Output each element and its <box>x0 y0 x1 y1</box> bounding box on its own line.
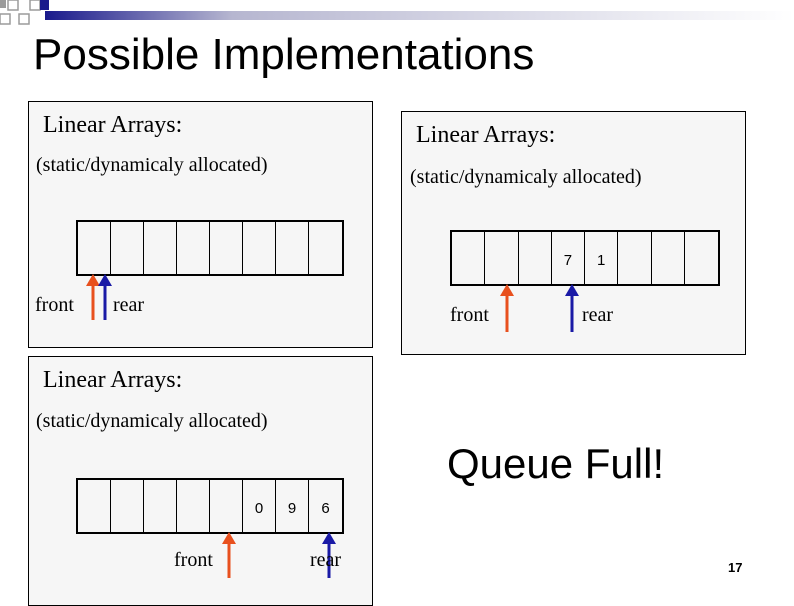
queue-array <box>76 220 344 276</box>
array-cell <box>652 232 685 284</box>
front-arrow <box>222 532 236 578</box>
queue-full-label: Queue Full! <box>447 440 665 487</box>
front-label: front <box>450 304 489 326</box>
slide-title: Possible Implementations <box>33 30 535 79</box>
array-cell: 7 <box>552 232 585 284</box>
front-label: front <box>35 294 74 316</box>
rear-arrow <box>322 532 336 578</box>
page-number: 17 <box>728 560 743 575</box>
array-cell <box>210 222 243 274</box>
array-cell <box>210 480 243 532</box>
array-cell <box>111 222 144 274</box>
array-cell <box>685 232 718 284</box>
array-cell <box>177 480 210 532</box>
array-cell: 1 <box>585 232 619 284</box>
array-cell <box>177 222 210 274</box>
rear-arrow <box>98 274 112 320</box>
array-cell <box>519 232 552 284</box>
panel-subheading: (static/dynamicaly allocated) <box>410 166 642 188</box>
array-cell <box>78 480 111 532</box>
panel-subheading: (static/dynamicaly allocated) <box>36 154 268 176</box>
array-cell <box>78 222 111 274</box>
array-cell <box>144 480 177 532</box>
rear-arrow <box>565 284 579 332</box>
rear-label: rear <box>310 549 342 571</box>
array-cell <box>276 222 309 274</box>
front-arrow <box>86 274 100 320</box>
queue-array: 0 9 6 <box>76 478 344 534</box>
rear-label: rear <box>113 294 145 316</box>
rear-label: rear <box>582 304 614 326</box>
array-cell <box>452 232 486 284</box>
array-cell <box>485 232 519 284</box>
array-cell: 0 <box>243 480 276 532</box>
front-arrow <box>500 284 514 332</box>
panel-heading: Linear Arrays: <box>43 112 183 138</box>
array-cell <box>144 222 177 274</box>
array-cell <box>309 222 342 274</box>
panel-heading: Linear Arrays: <box>43 367 183 393</box>
array-cell <box>111 480 144 532</box>
header-decoration <box>0 0 794 25</box>
array-cell <box>618 232 652 284</box>
panel-subheading: (static/dynamicaly allocated) <box>36 410 268 432</box>
array-cell <box>243 222 276 274</box>
front-label: front <box>174 549 213 571</box>
queue-array: 7 1 <box>450 230 720 286</box>
array-cell: 6 <box>321 500 330 517</box>
panel-empty-queue <box>28 101 373 348</box>
array-cell: 9 <box>276 480 309 532</box>
panel-heading: Linear Arrays: <box>416 122 556 148</box>
